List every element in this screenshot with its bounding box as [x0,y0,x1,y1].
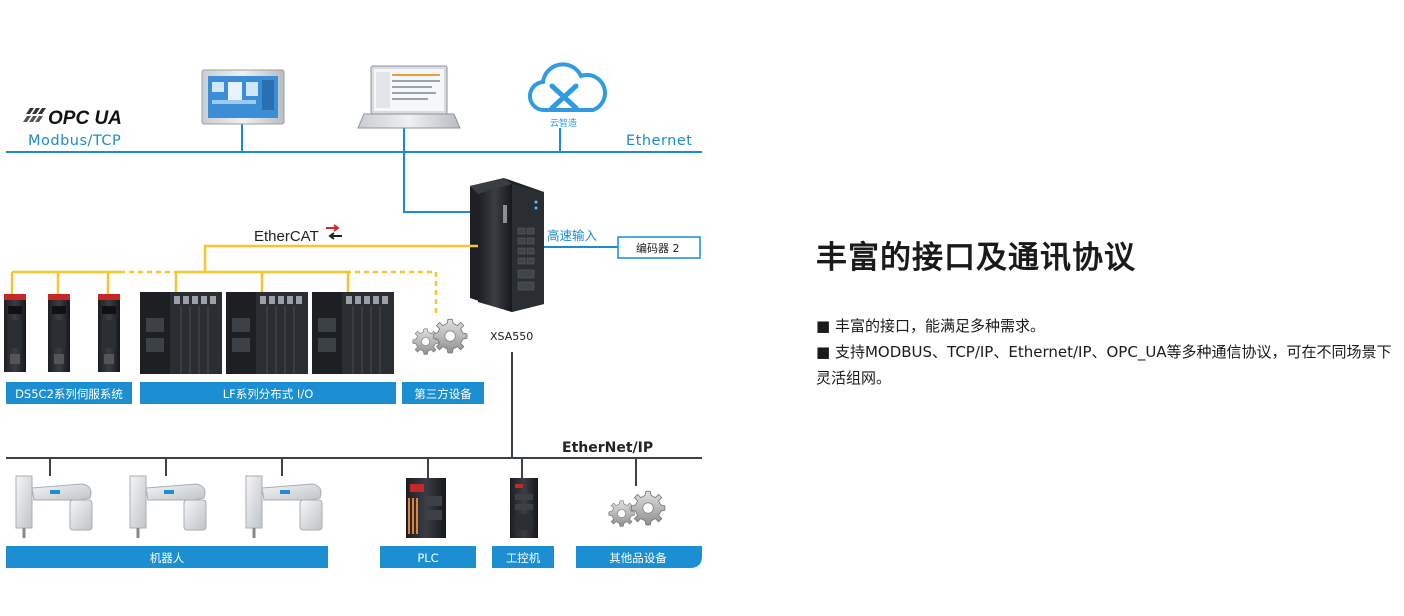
ethernet-ip-logo: EtherNet/IP [562,440,653,456]
other-devices-gear-icon [608,490,666,527]
third-party-label-bar [402,382,484,404]
feature-description: 丰富的接口及通讯协议 ■ 丰富的接口，能满足多种需求。 ■ 支持MODBUS、T… [816,232,1396,391]
network-topology-diagram: OPC UA Modbus/TCP Ethernet 云智造 [4,62,702,568]
controller-label: XSA550 [490,330,533,343]
modbus-tcp-label: Modbus/TCP [28,133,121,149]
ipc-label-bar [492,546,554,568]
lf-io-modules [140,292,394,374]
feature-title: 丰富的接口及通讯协议 [816,240,1136,276]
feature-bullet-1: ■ 丰富的接口，能满足多种需求。 [816,317,1045,335]
encoder-label: 编码器 2 [636,241,680,255]
laptop-to-controller-line [403,128,478,213]
servo-label: DS5C2系列伺服系统 [15,387,123,401]
other-label-bar [576,546,702,568]
lf-io-label-bar [140,382,396,404]
ethernet-label: Ethernet [626,133,692,149]
ethercat-riser-line [203,244,478,272]
high-speed-input-label: 高速输入 [547,228,598,243]
ethernet-ip-text: EtherNet/IP [562,440,653,456]
plc-label: PLC [417,551,438,565]
ethercat-text: EtherCAT [254,228,319,245]
opc-ua-text: OPC UA [48,108,122,129]
ipc-label: 工控机 [506,551,541,565]
plc-device [406,478,446,538]
industrial-pc [510,478,538,538]
scara-robots [15,475,323,538]
cloud-label: 云智造 [550,117,577,129]
robot-label: 机器人 [150,551,185,565]
other-label: 其他品设备 [609,551,667,565]
opc-ua-logo: OPC UA [23,108,122,129]
encoder-box [617,236,701,259]
gear-icon [412,318,468,355]
plc-label-bar [380,546,476,568]
servo-drives [4,294,120,372]
ethercat-logo: EtherCAT [254,224,342,245]
robot-label-bar [6,546,328,568]
lf-io-label: LF系列分布式 I/O [223,387,314,401]
third-party-label: 第三方设备 [414,387,472,401]
feature-bullet-2: ■ 支持MODBUS、TCP/IP、Ethernet/IP、OPC_UA等多种通… [816,343,1392,387]
cloud-icon: 云智造 [527,62,607,129]
hmi-touch-panel [201,69,285,125]
servo-label-bar [6,382,132,404]
laptop-computer [357,65,461,129]
xsa550-controller [470,178,544,312]
